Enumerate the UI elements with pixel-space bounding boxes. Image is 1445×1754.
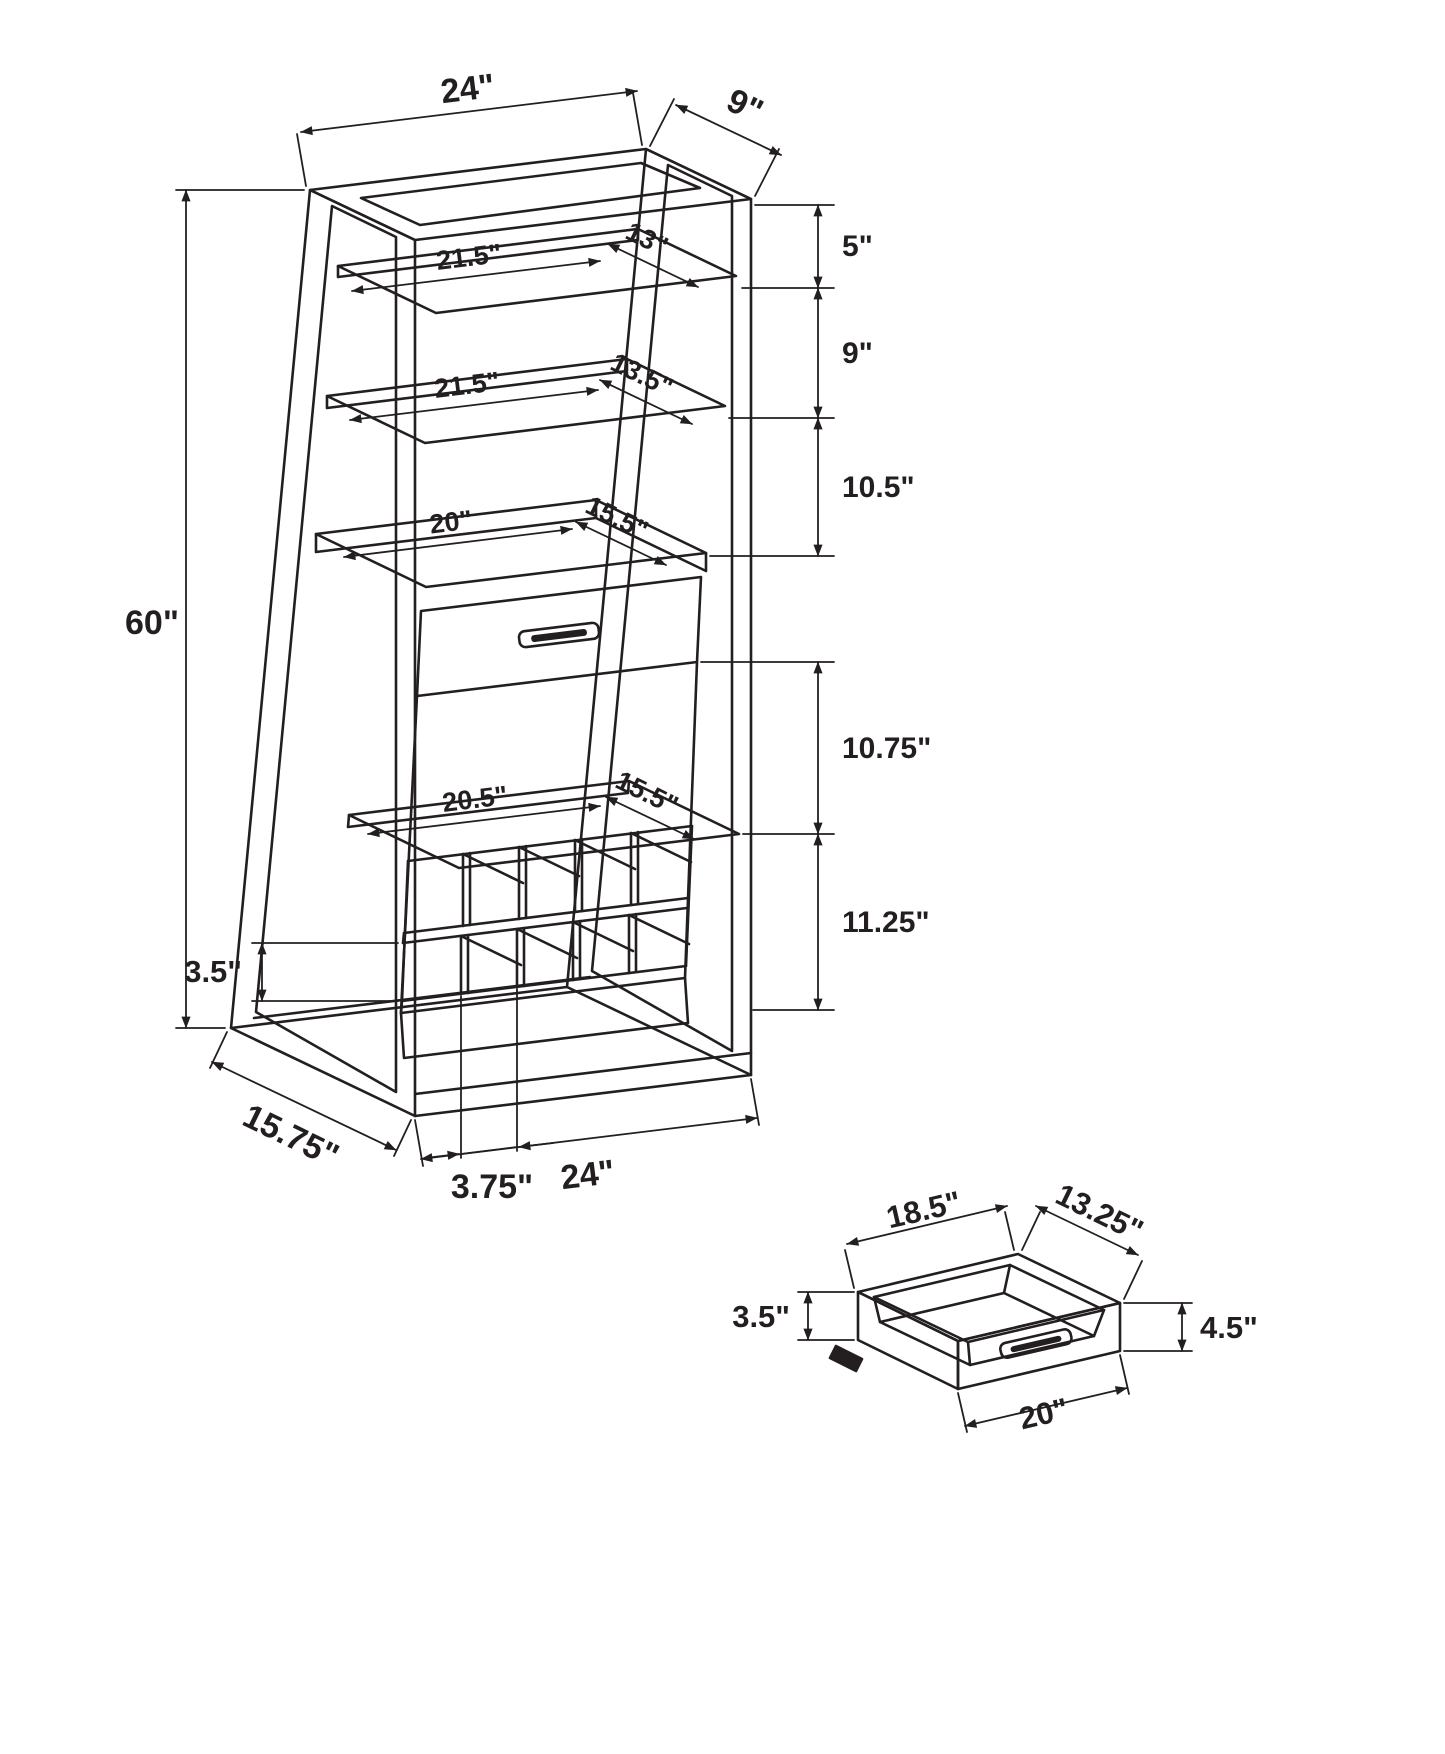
- dim-wine-cell-width: [424, 988, 554, 1160]
- dim-lower-shelf: [367, 796, 695, 840]
- wine-rack: [399, 824, 694, 1015]
- drawer-detail-handle: [999, 1328, 1073, 1360]
- drawer-glide: [828, 1344, 864, 1373]
- dim-right-chain: [700, 204, 835, 1011]
- label-shelf1-width: 21.5": [435, 238, 504, 276]
- label-overall-height: 60": [125, 604, 179, 642]
- label-base-width: 24": [559, 1153, 617, 1197]
- label-base-depth: 15.75": [237, 1097, 345, 1176]
- label-drawer-side-height: 3.5": [732, 1299, 790, 1334]
- label-top-width: 24": [439, 67, 497, 111]
- dim-top-depth: [649, 98, 782, 197]
- label-shelf2-depth: 13.5": [606, 347, 678, 403]
- dimension-annotations: [175, 87, 835, 1167]
- label-counter-width: 20": [428, 505, 474, 540]
- label-top-to-shelf1: 5": [842, 230, 873, 263]
- label-lower-shelf-depth: 15.5": [611, 765, 683, 821]
- label-shelf2-width: 21.5": [433, 366, 502, 404]
- dim-base-width: [414, 1078, 760, 1167]
- dim-overall-height: [175, 189, 305, 1029]
- drawer-handle: [517, 621, 601, 649]
- dim-wine-cell-height: [251, 942, 399, 1002]
- dim-shelf2: [349, 379, 693, 425]
- dim-shelf1: [351, 243, 699, 295]
- drawer-detail-drawing: [828, 1252, 1122, 1391]
- base-frame: [229, 975, 753, 1118]
- label-wine-cell-width: 3.75": [451, 1168, 533, 1206]
- dim-base-depth: [209, 1031, 412, 1157]
- dim-counter: [343, 521, 667, 566]
- left-frame: [229, 188, 417, 1118]
- label-counter-depth: 15.5": [581, 490, 653, 546]
- bar-unit-drawing: [229, 147, 753, 1118]
- label-shelf2-to-counter: 10.5": [842, 471, 915, 504]
- cabinet-sides: [399, 660, 699, 1014]
- drawer-detail-dimensions: [797, 1204, 1193, 1433]
- dim-top-width: [296, 87, 643, 187]
- label-lower-shelf-width: 20.5": [441, 780, 510, 818]
- drawer-front: [415, 575, 703, 698]
- label-shelf-to-base: 11.25": [842, 906, 930, 939]
- lower-dividers: [459, 912, 691, 996]
- label-drawer-outer-width: 20": [1016, 1391, 1072, 1436]
- label-drawer-front-height: 4.5": [1200, 1310, 1258, 1345]
- shelf-1: [336, 227, 738, 315]
- upper-dividers: [461, 830, 693, 928]
- label-wine-cell-height: 3.5": [184, 954, 242, 989]
- counter-top: [314, 498, 708, 589]
- drawer-detail-side: [856, 1290, 960, 1391]
- label-drawer-depth: 13.25": [1050, 1177, 1148, 1249]
- label-shelf1-to-shelf2: 9": [842, 337, 873, 370]
- label-drawer-to-shelf: 10.75": [842, 732, 931, 765]
- right-frame: [565, 147, 753, 1077]
- label-drawer-inner-width: 18.5": [883, 1184, 964, 1235]
- label-top-depth: 9": [721, 81, 769, 131]
